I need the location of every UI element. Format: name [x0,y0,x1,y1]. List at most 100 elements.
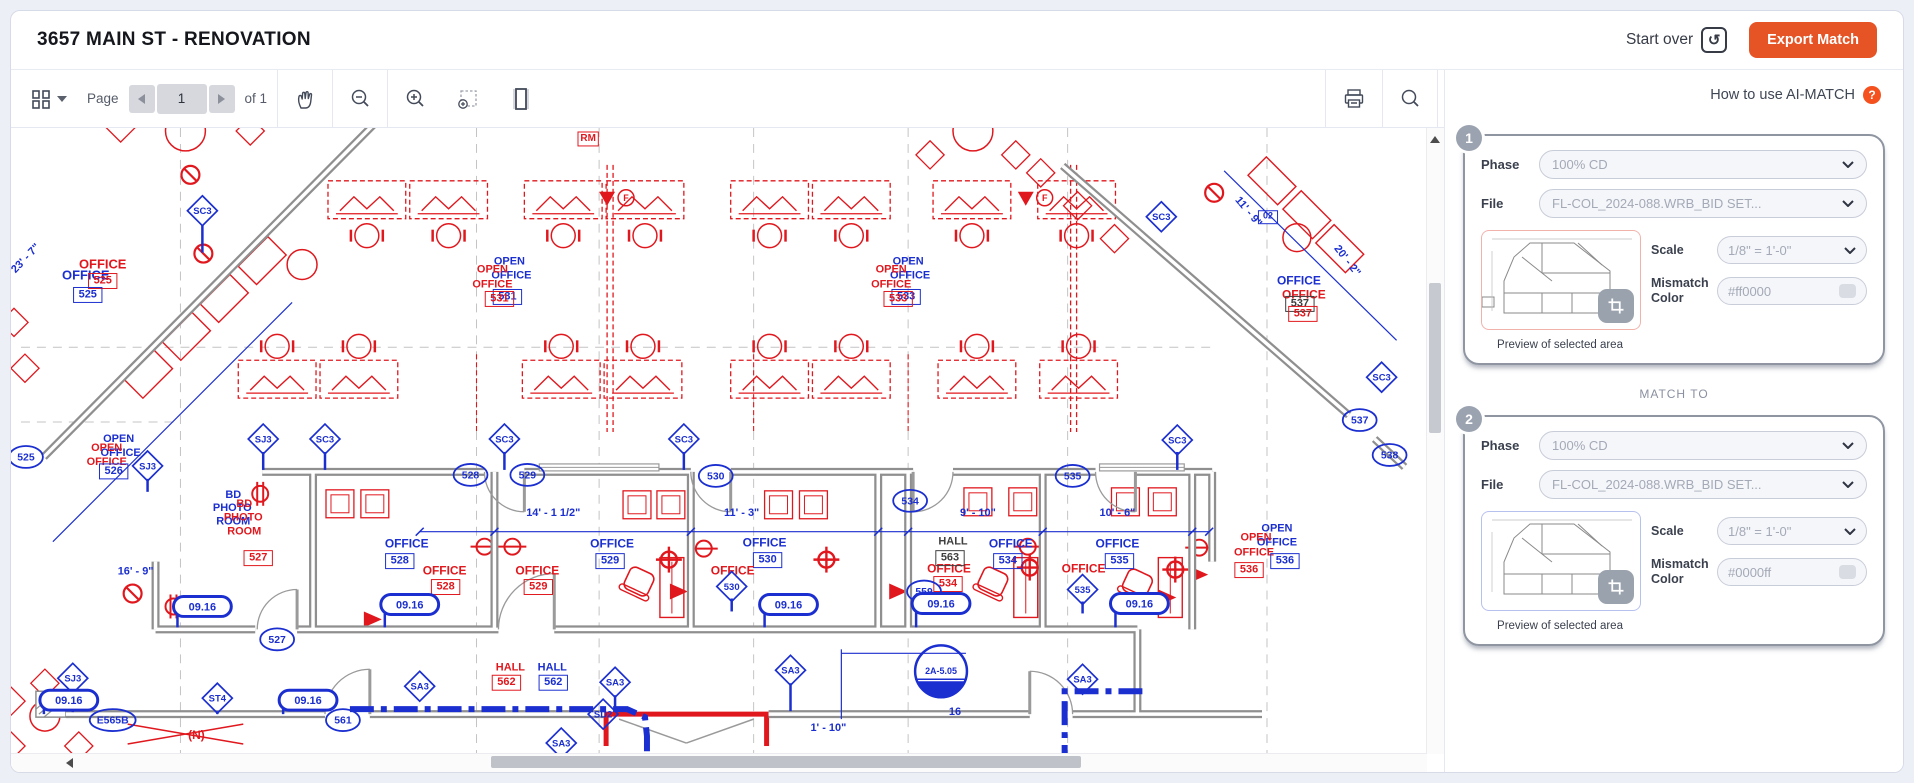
svg-text:1' - 10": 1' - 10" [810,722,846,734]
chevron-down-icon [1844,527,1856,535]
svg-text:SA3: SA3 [606,678,624,689]
crop-icon [1608,579,1624,595]
phase-select[interactable]: 100% CD [1539,150,1867,179]
zoom-in-button[interactable] [398,88,432,110]
scale-select[interactable]: 1/8" = 1'-0" [1717,236,1867,264]
svg-text:OFFICE: OFFICE [890,270,930,282]
next-page-button[interactable] [208,84,235,113]
phase-select[interactable]: 100% CD [1539,431,1867,460]
svg-text:09.16: 09.16 [927,598,954,610]
file-select[interactable]: FL-COL_2024-088.WRB_BID SET... [1539,189,1867,218]
svg-text:OFFICE: OFFICE [871,278,911,290]
file-select[interactable]: FL-COL_2024-088.WRB_BID SET... [1539,470,1867,499]
marquee-zoom-button[interactable] [450,87,486,111]
svg-text:OFFICE: OFFICE [1096,537,1140,551]
svg-text:OFFICE: OFFICE [1257,537,1297,549]
match-to-divider: MATCH TO [1639,387,1709,401]
vertical-scroll-thumb[interactable] [1429,283,1441,433]
prev-page-button[interactable] [128,84,155,113]
preview-thumbnail[interactable] [1481,230,1641,330]
horizontal-scroll-thumb[interactable] [491,756,1081,768]
svg-text:530: 530 [707,471,725,482]
print-button[interactable] [1336,87,1372,111]
step-badge: 1 [1456,125,1482,151]
svg-text:SJ3: SJ3 [139,461,156,472]
scale-select[interactable]: 1/8" = 1'-0" [1717,517,1867,545]
color-swatch[interactable] [1839,284,1856,298]
svg-text:16: 16 [949,706,961,718]
preview-thumbnail[interactable] [1481,511,1641,611]
undo-icon: ↺ [1701,27,1728,53]
svg-text:OFFICE: OFFICE [743,536,787,550]
svg-text:OFFICE: OFFICE [385,537,429,551]
svg-text:537: 537 [1351,416,1369,427]
mini-plan-sketch [1482,238,1632,314]
svg-text:F: F [623,193,629,203]
chevron-down-icon [1842,442,1854,449]
svg-text:OPEN: OPEN [1261,523,1292,535]
svg-text:533: 533 [897,290,915,302]
svg-text:OFFICE: OFFICE [472,278,512,290]
scale-label: Scale [1651,523,1684,538]
svg-text:534: 534 [999,555,1018,567]
svg-text:PHOTO: PHOTO [224,512,263,524]
svg-text:09.16: 09.16 [1126,598,1153,610]
svg-text:OPEN: OPEN [876,264,907,276]
svg-text:10' - 6": 10' - 6" [1100,507,1136,519]
mismatch-color-input[interactable]: #0000ff [1717,558,1867,586]
svg-text:528: 528 [391,555,409,567]
crop-button[interactable] [1598,289,1634,323]
svg-text:SJ3: SJ3 [64,674,81,685]
svg-text:HALL: HALL [496,661,526,673]
thumbnails-button[interactable] [25,89,73,109]
svg-text:OFFICE: OFFICE [711,564,755,578]
file-label: File [1481,196,1504,211]
scroll-left-icon[interactable] [66,758,73,768]
svg-text:09.16: 09.16 [396,599,423,611]
pan-tool-button[interactable] [288,88,322,110]
svg-text:536: 536 [1240,564,1258,576]
svg-text:2A-5.05: 2A-5.05 [925,666,957,676]
svg-text:BD: BD [236,498,252,510]
question-icon[interactable]: ? [1863,86,1881,104]
svg-text:525: 525 [94,275,112,287]
crop-button[interactable] [1598,570,1634,604]
svg-text:OFFICE: OFFICE [989,537,1033,551]
scroll-up-icon[interactable] [1430,136,1440,143]
zoom-out-button[interactable] [343,88,377,110]
svg-text:528: 528 [462,470,480,481]
preview-caption: Preview of selected area [1497,620,1623,632]
vertical-scrollbar[interactable] [1426,128,1444,754]
mismatch-color-label: Mismatch Color [1651,557,1709,586]
caret-down-icon [57,95,67,102]
svg-text:11' - 3": 11' - 3" [724,507,759,519]
svg-text:09.16: 09.16 [775,599,802,611]
help-link[interactable]: How to use AI-MATCH ? [1445,70,1903,120]
svg-text:09.16: 09.16 [189,601,216,613]
svg-text:OPEN: OPEN [893,256,924,268]
svg-text:OFFICE: OFFICE [515,564,559,578]
page-number-input[interactable] [156,83,207,114]
mismatch-color-input[interactable]: #ff0000 [1717,277,1867,305]
svg-text:SC3: SC3 [193,206,211,217]
chevron-down-icon [1842,200,1854,207]
grid-icon [32,89,50,109]
svg-text:09.16: 09.16 [55,695,82,707]
svg-text:OPEN: OPEN [477,264,508,276]
color-swatch[interactable] [1839,565,1856,579]
svg-text:535: 535 [1110,555,1128,567]
start-over-button[interactable]: Start over ↺ [1626,27,1728,53]
svg-text:ROOM: ROOM [227,526,261,538]
search-icon [1401,89,1419,107]
page-view-button[interactable] [502,86,540,112]
page-total-label: of 1 [244,91,268,106]
svg-text:OFFICE: OFFICE [1277,274,1321,288]
svg-text:OFFICE: OFFICE [101,447,141,459]
mismatch-color-label: Mismatch Color [1651,276,1709,305]
horizontal-scrollbar[interactable] [11,753,1427,772]
svg-text:528: 528 [436,581,454,593]
search-button[interactable] [1393,88,1427,110]
export-match-button[interactable]: Export Match [1749,22,1877,58]
